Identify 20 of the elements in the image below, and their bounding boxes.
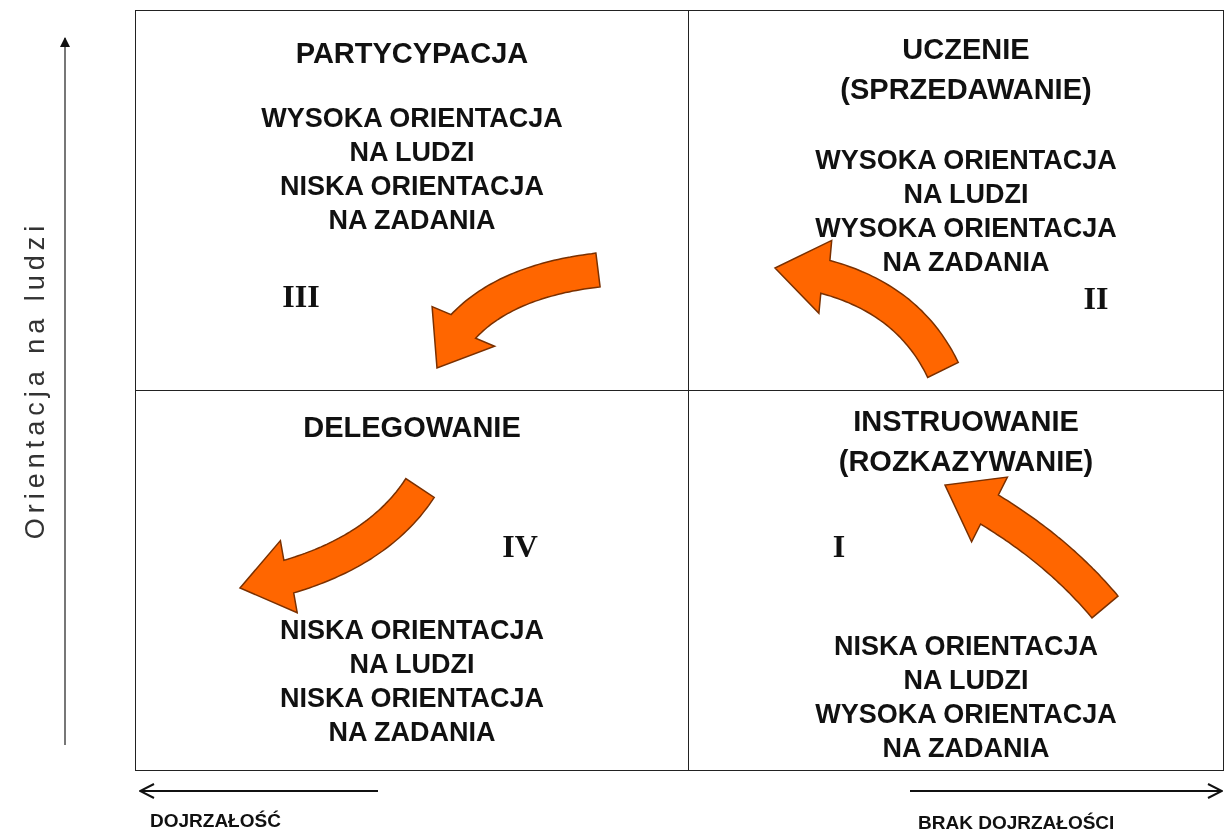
- quadrant-title: DELEGOWANIE: [302, 410, 522, 445]
- roman-numeral: IV: [502, 529, 538, 563]
- quadrant-description: WYSOKA ORIENTACJA NA ZADANIA: [814, 212, 1118, 279]
- quadrant-description: WYSOKA ORIENTACJA NA ZADANIA: [814, 698, 1118, 765]
- axis-label: BRAK DOJRZAŁOŚCI: [918, 812, 1115, 834]
- quadrant-description: NISKA ORIENTACJA NA ZADANIA: [279, 170, 545, 237]
- quadrant-description: NISKA ORIENTACJA NA ZADANIA: [279, 682, 545, 749]
- quadrant-title: INSTRUOWANIE (ROZKAZYWANIE): [837, 404, 1095, 479]
- quadrant-description: NISKA ORIENTACJA NA LUDZI: [279, 614, 545, 681]
- quadrant-description: WYSOKA ORIENTACJA NA LUDZI: [814, 144, 1118, 211]
- quadrant-title: UCZENIE (SPRZEDAWANIE): [839, 32, 1093, 107]
- quadrant-description: NISKA ORIENTACJA NA LUDZI: [833, 630, 1099, 697]
- roman-numeral: III: [282, 279, 320, 313]
- axis-label: DOJRZAŁOŚĆ: [150, 810, 281, 832]
- roman-numeral: II: [1083, 281, 1109, 315]
- quadrant-description: WYSOKA ORIENTACJA NA LUDZI: [260, 102, 564, 169]
- axis-label: Orientacja na ludzi: [19, 220, 51, 540]
- roman-numeral: I: [832, 529, 846, 563]
- quadrant-box: [688, 390, 1224, 771]
- quadrant-title: PARTYCYPACJA: [294, 36, 530, 71]
